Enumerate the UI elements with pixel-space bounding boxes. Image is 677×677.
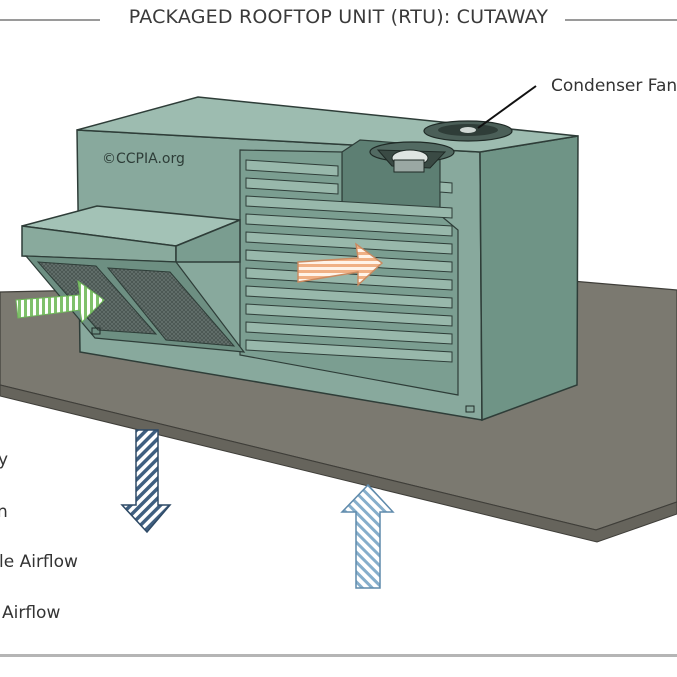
legend-item-4: Airflow bbox=[2, 603, 61, 623]
condenser-fan-label: Condenser Fan bbox=[551, 76, 677, 96]
corner-bracket-right bbox=[465, 405, 475, 413]
supply-airflow-arrow bbox=[120, 429, 172, 534]
condenser-fan-leader bbox=[477, 85, 537, 129]
corner-bracket-left bbox=[91, 327, 101, 335]
title-rule-left bbox=[0, 19, 100, 21]
bottom-divider bbox=[0, 654, 677, 657]
economizer-hood bbox=[21, 205, 246, 353]
condenser-fan-top bbox=[423, 120, 513, 142]
title-rule-right bbox=[565, 19, 677, 21]
diagram-title: PACKAGED ROOFTOP UNIT (RTU): CUTAWAY bbox=[0, 6, 677, 28]
title-bar: PACKAGED ROOFTOP UNIT (RTU): CUTAWAY bbox=[0, 6, 677, 34]
return-airflow-arrow bbox=[340, 483, 395, 589]
condenser-fan-cutaway bbox=[369, 141, 455, 173]
outside-airflow-arrow bbox=[15, 279, 105, 324]
copyright-watermark: ©CCPIA.org bbox=[102, 151, 185, 167]
legend-item-2: n bbox=[0, 502, 8, 522]
legend-item-1: y bbox=[0, 450, 9, 470]
legend-item-3: le Airflow bbox=[0, 552, 78, 572]
condenser-airflow-arrow bbox=[297, 242, 384, 287]
